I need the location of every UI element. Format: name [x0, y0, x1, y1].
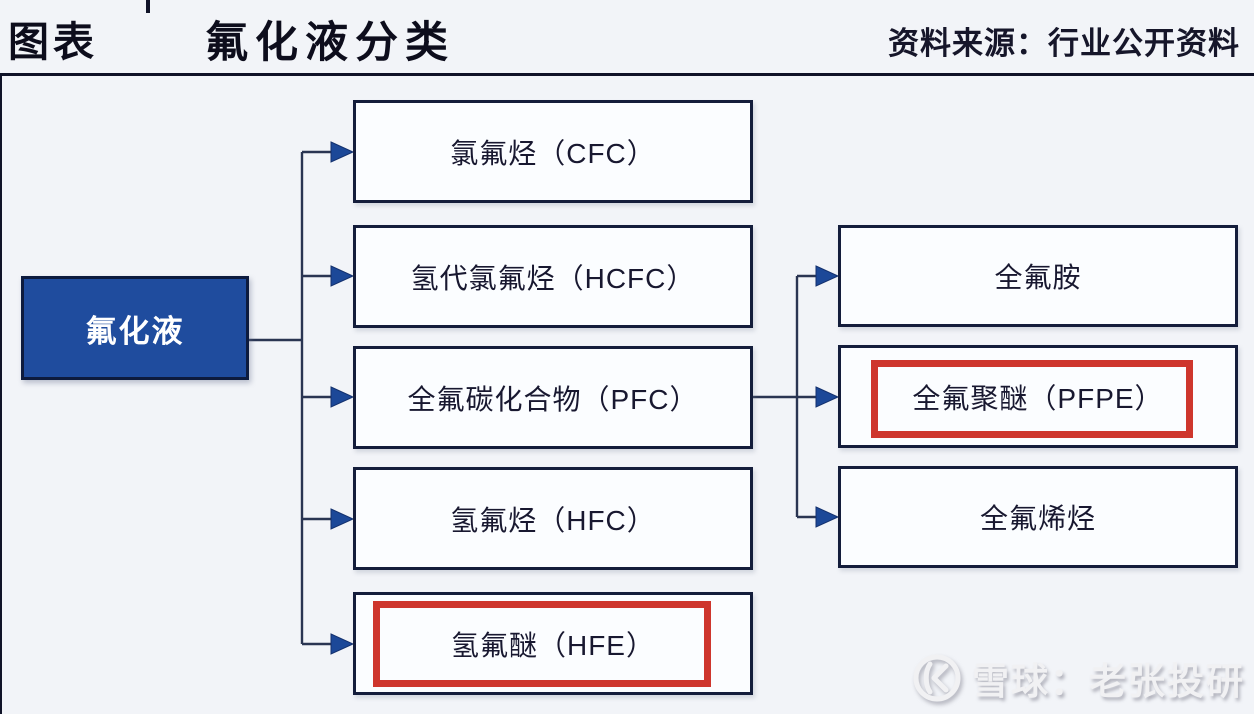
top-tick-mark: [146, 0, 150, 13]
arrowhead-icon: [330, 508, 355, 530]
watermark-text: 雪球：老张投研: [972, 661, 1245, 702]
node-hfe-label: 氢氟醚（HFE）: [450, 629, 655, 661]
node-pfc-label: 全氟碳化合物（PFC）: [407, 383, 699, 415]
node-cfc-label: 氯氟烃（CFC）: [450, 137, 656, 169]
node-hfc: 氢氟烃（HFC）: [353, 467, 753, 570]
node-hfc-label: 氢氟烃（HFC）: [450, 504, 656, 536]
arrowhead-icon: [815, 265, 840, 287]
arrowhead-icon: [330, 633, 355, 655]
watermark: 雪球：老张投研: [912, 652, 1245, 704]
arrowhead-icon: [815, 506, 840, 528]
node-perfluoroamine: 全氟胺: [838, 225, 1238, 327]
arrowhead-icon: [330, 265, 355, 287]
node-perfluoroolefin-label: 全氟烯烃: [979, 503, 1096, 534]
arrowhead-icon: [815, 386, 840, 408]
source-note: 资料来源：行业公开资料: [888, 26, 1240, 61]
header-divider: [0, 73, 1254, 76]
page-title: 氟化液分类: [205, 18, 455, 68]
node-perfluoroolefin: 全氟烯烃: [838, 466, 1238, 568]
node-pfpe: 全氟聚醚（PFPE）: [838, 345, 1238, 448]
node-pfc: 全氟碳化合物（PFC）: [353, 346, 753, 449]
left-edge-line: [0, 73, 2, 714]
node-perfluoroamine-label: 全氟胺: [994, 262, 1082, 293]
node-hcfc-label: 氢代氯氟烃（HCFC）: [410, 262, 696, 294]
xueqiu-logo-icon: [913, 654, 961, 702]
node-root: 氟化液: [21, 276, 249, 380]
node-pfpe-label: 全氟聚醚（PFPE）: [912, 382, 1164, 414]
node-hfe: 氢氟醚（HFE）: [353, 592, 753, 695]
figure-kicker: 图表: [8, 18, 98, 66]
node-root-label: 氟化液: [85, 313, 185, 349]
arrowhead-icon: [330, 141, 355, 163]
arrowhead-icon: [330, 386, 355, 408]
node-cfc: 氯氟烃（CFC）: [353, 100, 753, 203]
node-hcfc: 氢代氯氟烃（HCFC）: [353, 225, 753, 328]
